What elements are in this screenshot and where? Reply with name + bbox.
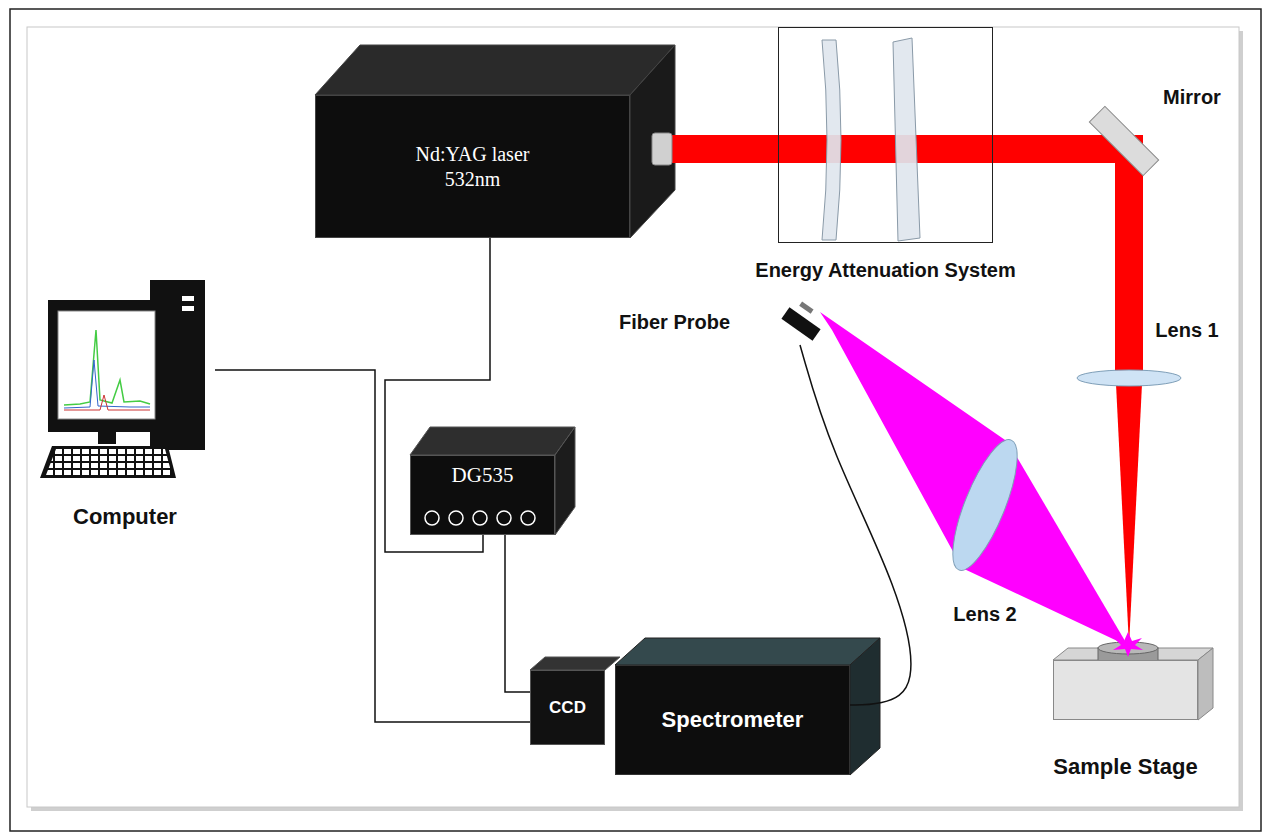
inner-frame xyxy=(27,27,1239,807)
monitor xyxy=(48,300,165,432)
spectrometer-side xyxy=(850,638,880,775)
drive-slot xyxy=(182,306,194,311)
dg535-top xyxy=(410,427,575,455)
sample-stage: Sample Stage xyxy=(1053,660,1198,720)
signal-wire xyxy=(800,345,911,705)
part-label: Lens 2 xyxy=(953,603,1016,626)
node-label: Sample Stage xyxy=(1053,753,1197,781)
node-label: CCD xyxy=(549,697,586,718)
knob xyxy=(449,511,463,525)
monitor-screen xyxy=(58,311,155,419)
screen-spectrum xyxy=(64,360,150,408)
polarizer-wedge xyxy=(893,38,920,241)
waveplate xyxy=(822,40,841,240)
knob xyxy=(497,511,511,525)
node-label: Nd:YAG laser 532nm xyxy=(405,142,540,192)
knob xyxy=(473,511,487,525)
monitor-stand xyxy=(98,432,116,444)
node-label: Fiber Probe xyxy=(619,310,730,335)
part-label: Mirror xyxy=(1163,86,1221,109)
keyboard xyxy=(40,446,176,478)
screen-spectrum xyxy=(64,330,150,405)
laser-side xyxy=(630,45,675,238)
laser-top xyxy=(315,45,675,95)
stage-side xyxy=(1198,648,1213,720)
ccd-camera: CCD xyxy=(530,670,605,745)
plasma-spark xyxy=(1113,632,1143,657)
laser-beam xyxy=(1115,150,1143,372)
mirror-symbol xyxy=(1089,106,1158,175)
node-label: Energy Attenuation System xyxy=(755,258,1015,283)
dg535-side xyxy=(555,427,575,535)
keyboard-keys xyxy=(46,449,172,475)
knob xyxy=(425,511,439,525)
signal-wire xyxy=(215,370,530,722)
spectrometer-box: Spectrometer xyxy=(615,665,850,775)
laser-aperture xyxy=(652,133,672,165)
outer-frame xyxy=(10,9,1261,831)
knob xyxy=(521,511,535,525)
lens-symbol xyxy=(1077,370,1181,386)
spectrometer-top xyxy=(615,638,880,665)
fiber-probe-tip xyxy=(799,302,813,314)
delay-generator: DG535 xyxy=(410,455,555,535)
lens-symbol xyxy=(940,433,1030,578)
computer-icon: Computer xyxy=(35,275,215,530)
signal-wire xyxy=(505,535,530,692)
fiber-probe-head xyxy=(781,307,820,340)
focused-beam xyxy=(1116,384,1142,646)
laser-box: Nd:YAG laser 532nm xyxy=(315,95,630,238)
drive-slot xyxy=(182,296,194,301)
node-label: Spectrometer xyxy=(662,706,804,734)
node-label: Computer xyxy=(73,503,177,531)
node-label: DG535 xyxy=(452,462,514,488)
part-label: Lens 1 xyxy=(1155,319,1218,342)
screen-spectrum xyxy=(64,395,150,410)
attenuation-box: Energy Attenuation System xyxy=(778,27,993,243)
ccd-top xyxy=(530,657,620,670)
fiber-probe: Fiber Probe xyxy=(615,300,830,345)
